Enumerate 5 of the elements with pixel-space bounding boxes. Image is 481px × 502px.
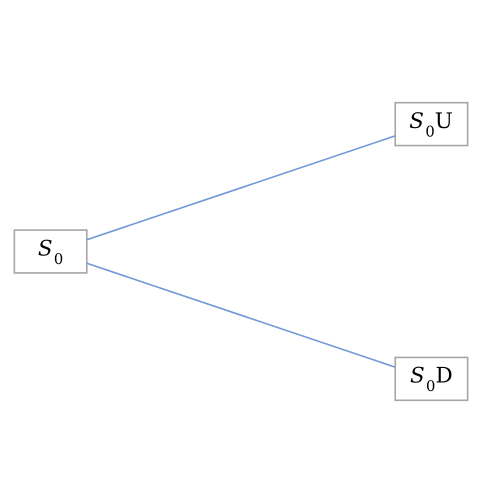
node-box: S$_{0}$	[13, 228, 88, 274]
node-box: S$_{0}$D	[394, 356, 468, 401]
connector	[86, 134, 394, 240]
connector	[86, 262, 394, 368]
node-box: S$_{0}$U	[394, 101, 468, 146]
